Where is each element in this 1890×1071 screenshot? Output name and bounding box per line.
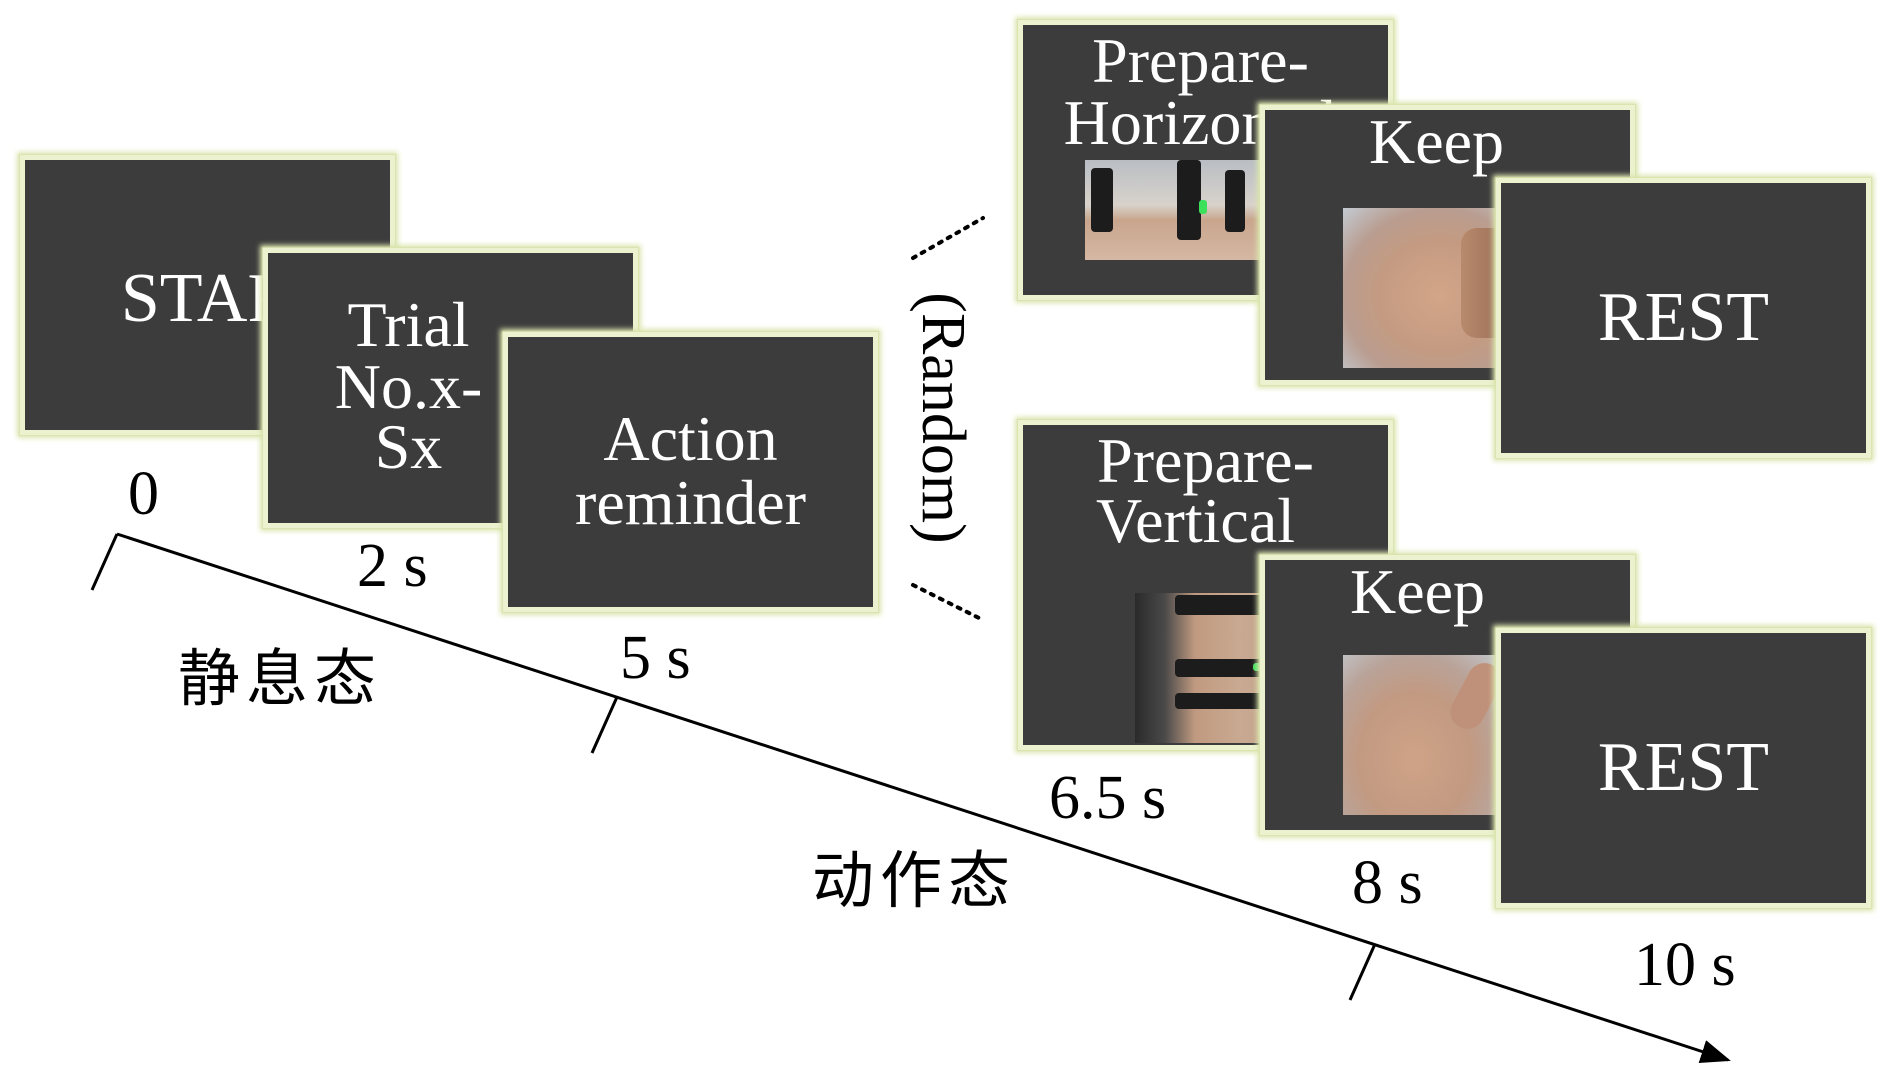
time-label-6-5s: 6.5 s: [1049, 764, 1167, 832]
screen-prep-v-line1: Prepare-: [1097, 425, 1314, 496]
screen-action-reminder: Action reminder: [503, 332, 878, 612]
screen-rest-upper-label: REST: [1597, 279, 1770, 356]
random-dots-lower: [911, 583, 985, 622]
sensor-band-v3: [1175, 693, 1285, 709]
screen-prep-h-line1: Prepare-: [1092, 25, 1309, 96]
screen-keep-h-label: Keep: [1368, 106, 1505, 177]
axis-tick-8s: [1348, 943, 1377, 1001]
screen-rest-lower-label: REST: [1597, 729, 1770, 806]
phase-label-action: 动作态: [812, 844, 1017, 917]
screen-trial-line3: Sx: [374, 411, 443, 482]
forearm-horizontal-photo: [1085, 160, 1285, 260]
thumb-shape: [1444, 657, 1503, 735]
time-label-8s: 8 s: [1352, 849, 1423, 917]
sensor-band-3: [1225, 170, 1245, 232]
screen-rest-upper: REST: [1496, 178, 1871, 458]
axis-tick-0: [90, 533, 119, 591]
time-label-2s: 2 s: [357, 532, 428, 600]
sensor-band-v1: [1175, 595, 1285, 615]
axis-line: [116, 532, 1731, 1064]
screen-action-line2: reminder: [575, 467, 806, 538]
axis-tick-5s: [590, 696, 619, 754]
thumbs-up-photo: [1343, 655, 1503, 815]
phase-label-rest: 静息态: [178, 642, 383, 715]
random-dots-upper: [911, 216, 985, 260]
random-label: (Random): [909, 292, 977, 544]
time-label-0: 0: [128, 460, 159, 528]
sensor-led: [1199, 200, 1207, 214]
time-label-10s: 10 s: [1634, 931, 1736, 999]
sensor-band-2: [1177, 160, 1201, 240]
fist-photo: [1343, 208, 1503, 368]
screen-trial-line1: Trial: [347, 289, 470, 360]
screen-prep-v-line2: Vertical: [1096, 485, 1295, 556]
screen-trial-line2: No.x-: [334, 351, 483, 422]
screen-action-line1: Action: [603, 403, 778, 474]
screen-rest-lower: REST: [1496, 628, 1871, 908]
screen-keep-horizontal: Keep: [1260, 105, 1635, 385]
time-label-5s: 5 s: [620, 624, 691, 692]
sensor-band-1: [1091, 168, 1113, 232]
screen-keep-v-label: Keep: [1349, 556, 1486, 627]
